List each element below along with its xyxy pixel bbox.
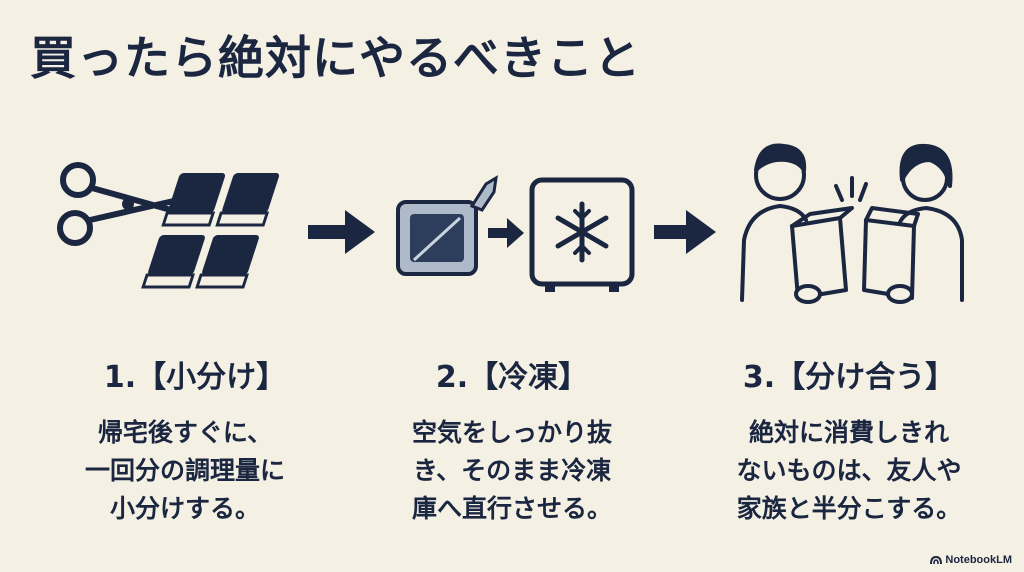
step-2-line: 空気をしっかり抜 [411, 418, 612, 447]
step-1-line: 小分けする。 [109, 494, 260, 523]
step-1-description: 帰宅後すぐに、 一回分の調理量に 小分けする。 [20, 414, 350, 528]
step-1-title: 1.【小分け】 [103, 360, 287, 395]
step-3-title: 3.【分け合う】 [742, 360, 956, 395]
step-2-description: 空気をしっかり抜 き、そのまま冷凍 庫へ直行させる。 [362, 414, 662, 528]
snowflake-icon [555, 201, 609, 263]
step-2-title: 2.【冷凍】 [435, 360, 589, 395]
vacuum-bag-icon [396, 175, 498, 276]
scissors-icon [57, 162, 181, 246]
step-3-description: 絶対に消費しきれ ないものは、友人や 家族と半分こする。 [694, 414, 1004, 528]
process-illustration [0, 130, 1024, 330]
step-1-line: 帰宅後すぐに、 [97, 418, 273, 447]
people-sharing-boxes-icon [740, 143, 964, 304]
step-2-line: き、そのまま冷凍 [412, 456, 612, 485]
arrow-right-icon [308, 210, 375, 254]
page-title: 買ったら絶対にやるべきこと [30, 31, 641, 85]
step-2-line: 庫へ直行させる。 [411, 494, 612, 523]
step-1-line: 一回分の調理量に [84, 456, 285, 485]
notebooklm-logo-icon [930, 556, 943, 565]
brand-label: NotebookLM [945, 554, 1012, 566]
brand-watermark: NotebookLM [930, 554, 1012, 566]
step-3-line: 家族と半分こする。 [736, 494, 962, 523]
arrow-right-icon [488, 218, 524, 248]
step-3-line: 絶対に消費しきれ [748, 418, 949, 447]
cut-blocks-icon [141, 173, 280, 289]
step-3-line: ないものは、友人や [736, 456, 962, 485]
freezer-icon [529, 177, 635, 292]
arrow-right-icon [654, 210, 716, 254]
